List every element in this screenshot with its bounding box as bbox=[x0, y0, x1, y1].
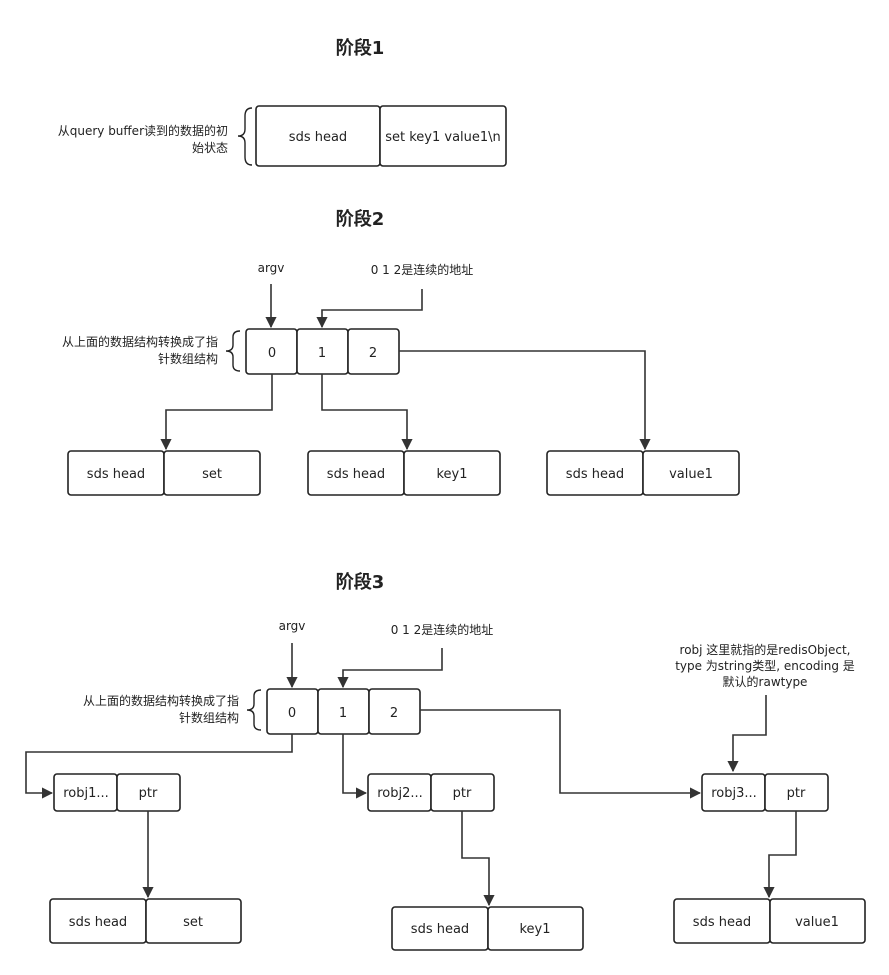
stage3-target-value1: sds head value1 bbox=[673, 898, 866, 944]
stage1-content-label: set key1 value1\n bbox=[385, 130, 501, 145]
stage2-pointer-0-arrow bbox=[160, 374, 273, 451]
stage3-pointer-1-arrow bbox=[342, 734, 368, 799]
stage3-robj-note-line1: robj 这里就指的是redisObject, bbox=[680, 642, 851, 657]
stage3-target-key1-value-cell bbox=[487, 906, 584, 951]
stage1-note-line1: 从query buffer读到的数据的初 bbox=[58, 123, 228, 138]
stage2-array-label-1: 1 bbox=[318, 346, 326, 361]
stage2-note-line1: 从上面的数据结构转换成了指 bbox=[62, 334, 218, 349]
stage3-robj1-name: robj1... bbox=[63, 786, 109, 801]
stage3-note: 从上面的数据结构转换成了指 针数组结构 bbox=[83, 693, 239, 725]
stage3-target-set-value-cell bbox=[145, 898, 242, 944]
stage3-target-key1-head: sds head bbox=[411, 922, 469, 937]
stage1-note-line2: 始状态 bbox=[192, 141, 228, 155]
stage2-argv-label: argv bbox=[258, 261, 285, 275]
stage3-array-label-2: 2 bbox=[390, 706, 398, 721]
stage2-array-label-0: 0 bbox=[268, 346, 276, 361]
stage2-target-key1-head: sds head bbox=[327, 467, 385, 482]
stage3-target-value1-value-cell bbox=[769, 898, 866, 944]
stage2-note-line2: 针数组结构 bbox=[158, 351, 218, 366]
stage3-robj-note: robj 这里就指的是redisObject, type 为string类型, … bbox=[675, 642, 855, 689]
stage2-target-key1-value-cell bbox=[403, 450, 501, 496]
stage3-robj3: robj3... ptr bbox=[701, 773, 829, 812]
stage2-target-key1: sds head key1 bbox=[307, 450, 501, 496]
stage3-robj2: robj2... ptr bbox=[367, 773, 495, 812]
stage3-pointer-2-arrow bbox=[420, 709, 702, 799]
stage3-target-key1-value: key1 bbox=[519, 922, 550, 937]
stage3-robj3-name: robj3... bbox=[711, 786, 757, 801]
stage2-target-set-value: set bbox=[202, 467, 222, 482]
stage3-ptr-2-arrow bbox=[461, 811, 495, 907]
stage1-buffer: sds head set key1 value1\n bbox=[255, 105, 507, 167]
stage2-target-value1-head: sds head bbox=[566, 467, 624, 482]
stage3-ptr-3-arrow bbox=[763, 811, 797, 899]
stage2-target-value1-value: value1 bbox=[669, 467, 713, 482]
stage3-robj2-ptr: ptr bbox=[453, 786, 472, 801]
stage3-brace bbox=[246, 689, 262, 731]
stage3-note-line2: 针数组结构 bbox=[179, 710, 239, 725]
stage2-note: 从上面的数据结构转换成了指 针数组结构 bbox=[62, 334, 218, 366]
stage2-target-value1-value-cell bbox=[642, 450, 740, 496]
stage3-array-label-0: 0 bbox=[288, 706, 296, 721]
stage3-robj1: robj1... ptr bbox=[53, 773, 181, 812]
stage3-robj-note-line2: type 为string类型, encoding 是 bbox=[675, 659, 855, 673]
stage2-brace bbox=[225, 330, 241, 372]
stage3-robj1-ptr: ptr bbox=[139, 786, 158, 801]
stage3-argv-label: argv bbox=[279, 619, 306, 633]
stage3-target-set: sds head set bbox=[49, 898, 242, 944]
stage3-pointer-array: 0 1 2 bbox=[266, 688, 421, 735]
stage2-address-arrow bbox=[316, 289, 423, 329]
stage3-array-cell-2 bbox=[368, 688, 421, 735]
stage3-robj-note-line3: 默认的rawtype bbox=[723, 674, 808, 689]
stage3-target-set-head: sds head bbox=[69, 915, 127, 930]
stage2-address-note: 0 1 2是连续的地址 bbox=[371, 262, 474, 277]
stage3-address-note: 0 1 2是连续的地址 bbox=[391, 622, 494, 637]
stage3-pointer-0-arrow bbox=[25, 734, 293, 799]
stage2-target-value1: sds head value1 bbox=[546, 450, 740, 496]
stage1-title: 阶段1 bbox=[336, 37, 385, 59]
stage2-target-set-value-cell bbox=[163, 450, 261, 496]
stage2-target-key1-value: key1 bbox=[436, 467, 467, 482]
stage3-target-value1-value: value1 bbox=[795, 915, 839, 930]
stage2-pointer-array: 0 1 2 bbox=[245, 328, 400, 375]
stage2-pointer-2-arrow bbox=[399, 350, 651, 451]
stage3-robj3-ptr: ptr bbox=[787, 786, 806, 801]
stage1-content-cell bbox=[379, 105, 507, 167]
stage1-note: 从query buffer读到的数据的初 始状态 bbox=[58, 123, 228, 155]
stage1-sds-head-label: sds head bbox=[289, 130, 347, 145]
stage2-title: 阶段2 bbox=[336, 208, 385, 230]
stage2-target-set-head: sds head bbox=[87, 467, 145, 482]
stage3-robj-note-arrow bbox=[727, 695, 767, 773]
stage3-title: 阶段3 bbox=[336, 571, 385, 593]
stage3-robj2-name: robj2... bbox=[377, 786, 423, 801]
stage3-target-set-value: set bbox=[183, 915, 203, 930]
stage1-brace bbox=[237, 107, 253, 166]
stage3-array-label-1: 1 bbox=[339, 706, 347, 721]
stage2-array-label-2: 2 bbox=[369, 346, 377, 361]
stage3-target-key1: sds head key1 bbox=[391, 906, 584, 951]
stage2-pointer-1-arrow bbox=[321, 374, 413, 451]
stage2-target-set: sds head set bbox=[67, 450, 261, 496]
stage3-address-arrow bbox=[337, 648, 443, 689]
stage3-target-value1-head: sds head bbox=[693, 915, 751, 930]
stage3-note-line1: 从上面的数据结构转换成了指 bbox=[83, 693, 239, 708]
